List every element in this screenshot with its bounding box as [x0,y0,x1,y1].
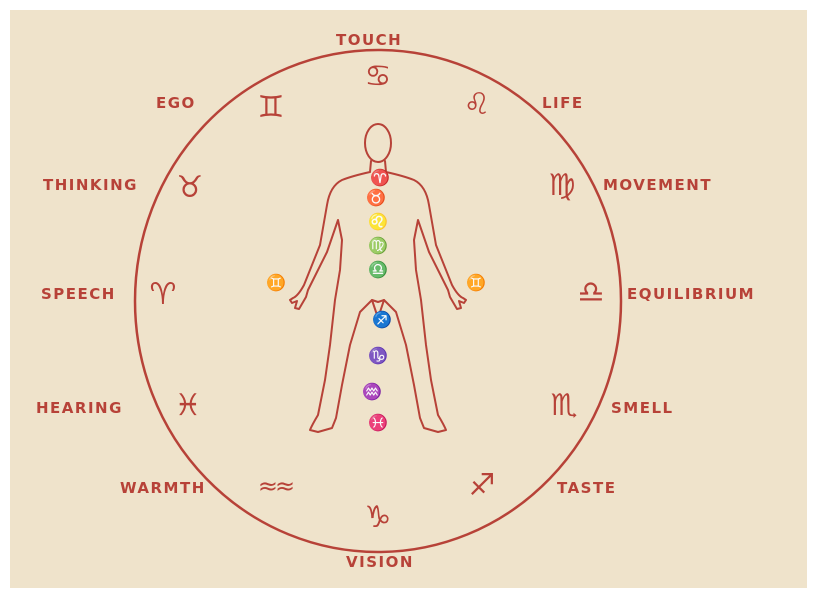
left-hand-gemini-icon: ♊ [266,275,286,291]
label-vision: VISION [346,555,414,570]
body-pisces-icon: ♓ [368,415,388,431]
body-libra-icon: ♎ [368,262,388,278]
gemini-sign-icon: ♊ [258,93,285,123]
aries-sign-icon: ♈ [150,280,177,310]
label-life: LIFE [542,96,584,111]
label-touch: TOUCH [336,33,402,48]
body-virgo-icon: ♍ [368,238,388,254]
cancer-sign-icon: ♋ [365,62,392,92]
body-leo-icon: ♌ [368,214,388,230]
libra-sign-icon: ♎ [578,278,605,308]
body-taurus-icon: ♉ [366,190,386,206]
label-hearing: HEARING [36,401,123,416]
body-aries-icon: ♈ [370,170,390,186]
label-smell: SMELL [611,401,674,416]
label-taste: TASTE [557,481,616,496]
capricorn-sign-icon: ♑ [365,503,392,533]
body-capricorn-icon: ♑ [368,348,388,364]
pisces-sign-icon: ♓ [175,391,202,421]
aquarius-sign-icon: ≈≈ [258,474,292,498]
label-thinking: THINKING [43,178,138,193]
label-ego: EGO [156,96,196,111]
label-movement: MOVEMENT [603,178,712,193]
label-equilibrium: EQUILIBRIUM [627,287,755,302]
sagittarius-sign-icon: ♐ [469,471,496,501]
body-aquarius-icon: ♒ [362,384,382,400]
label-speech: SPEECH [41,287,116,302]
leo-sign-icon: ♌ [464,90,491,120]
label-warmth: WARMTH [120,481,206,496]
virgo-sign-icon: ♍ [549,171,576,201]
scorpio-sign-icon: ♏ [551,391,578,421]
body-sagittarius-icon: ♐ [372,312,392,328]
right-hand-gemini-icon: ♊ [466,275,486,291]
figure-head [365,124,391,162]
taurus-sign-icon: ♉ [177,173,204,203]
